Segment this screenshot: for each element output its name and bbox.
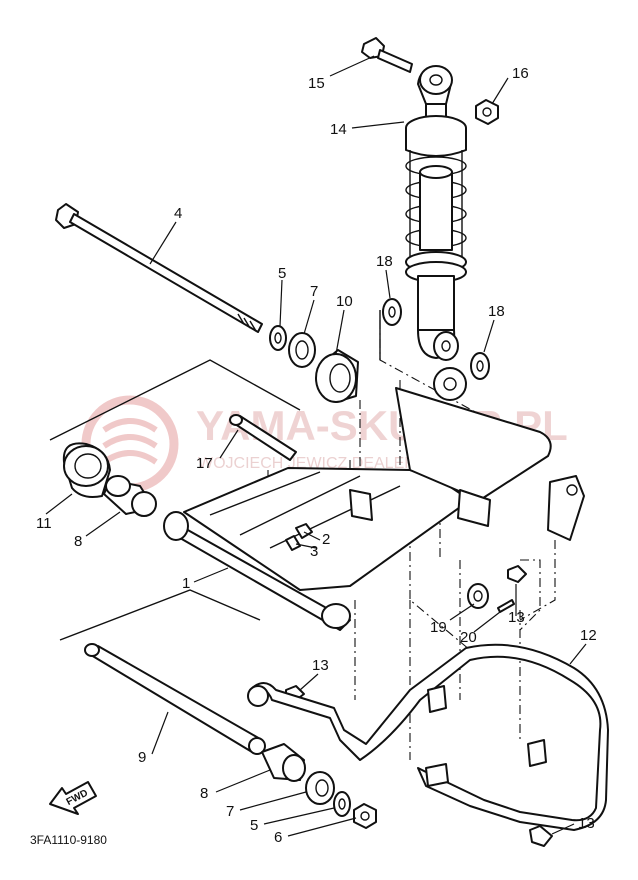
callout-16: 16 [512,65,529,82]
bushing-part-10 [315,349,359,403]
oil-seal-part-7-upper [288,332,316,368]
callout-3: 3 [310,543,318,560]
callout-9: 9 [138,749,146,766]
callout-labels: 15 16 14 4 5 7 10 18 18 17 11 8 2 3 1 19… [36,65,597,846]
bushing-part-8-upper [103,475,157,517]
callout-4: 4 [174,205,182,222]
callout-20: 20 [460,629,477,646]
collar-part-11 [62,442,111,498]
bushing-part-8-lower [261,743,306,782]
assembly-planes [49,310,381,641]
callout-15: 15 [308,75,325,92]
grease-nipple-part-2 [295,523,313,539]
nut-part-6 [353,803,377,829]
callout-10: 10 [336,293,353,310]
callout-13-middle: 13 [312,657,329,674]
callout-18-right: 18 [488,303,505,320]
washer-part-19 [467,583,489,609]
callout-8-upper: 8 [74,533,82,550]
callout-8-lower: 8 [200,785,208,802]
oil-seal-part-7-lower [305,771,335,805]
pin-part-17 [229,414,297,461]
callout-14: 14 [330,121,347,138]
bolt-part-13-upper [507,565,527,583]
washer-part-5-upper [269,325,287,351]
callout-18-left: 18 [376,253,393,270]
rear-shock-absorber-part-14 [405,65,467,361]
shaft-part-9 [84,643,266,755]
callout-7-lower: 7 [226,803,234,820]
washer-part-18-left [382,298,402,326]
callout-1: 1 [182,575,190,592]
pin-part-20 [497,599,515,613]
bolt-part-13-lower [529,825,553,847]
swingarm-part-1 [163,367,585,631]
fwd-direction-arrow-icon: FWD [49,781,97,815]
callout-11: 11 [36,515,52,532]
callout-19: 19 [430,619,447,636]
callout-2: 2 [322,531,330,548]
fitting-part-3 [285,535,301,551]
guard-frame-part-12 [247,643,609,831]
callout-13-lower: 13 [578,815,595,832]
pivot-bolt-part-4 [55,203,263,333]
diagram-code: 3FA1110-9180 [30,833,107,847]
callout-13-upper: 13 [508,609,525,626]
washer-part-18-right [470,352,490,380]
callout-17: 17 [196,455,213,472]
washer-part-5-lower [333,791,351,817]
callout-5-lower: 5 [250,817,258,834]
callout-7-upper: 7 [310,283,318,300]
upper-mount-bolt-part-15 [361,37,413,73]
callout-leaders [45,55,587,837]
callout-5-upper: 5 [278,265,286,282]
callout-12: 12 [580,627,597,644]
nut-part-16 [475,99,499,125]
callout-6: 6 [274,829,282,846]
